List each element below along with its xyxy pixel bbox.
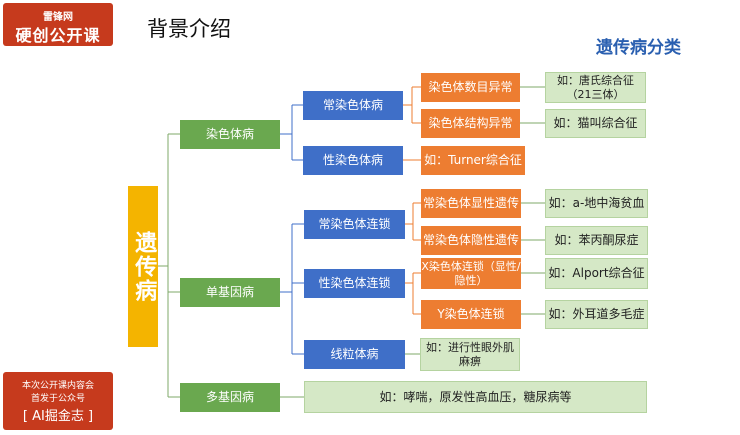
node-chromosomal-disease: 染色体病 — [180, 120, 280, 149]
node-mitochondrial-disease: 线粒体病 — [304, 340, 405, 369]
node-autosomal-dominant: 常染色体显性遗传 — [421, 189, 521, 218]
footer-line-3: [ AI掘金志 ] — [22, 409, 94, 424]
footer-line-2: 首发于公众号 — [30, 394, 85, 404]
example-phenylketonuria: 如：苯丙酮尿症 — [545, 226, 648, 255]
category-title: 遗传病分类 — [596, 38, 681, 58]
root-node-genetic-disease: 遗传病 — [128, 186, 158, 347]
example-thalassemia: 如：a-地中海贫血 — [545, 189, 648, 218]
node-polygenic-disease: 多基因病 — [180, 383, 280, 412]
footer-badge: 本次公开课内容会 首发于公众号 [ AI掘金志 ] — [3, 372, 113, 430]
example-hairy-ear: 如：外耳道多毛症 — [545, 300, 648, 329]
node-sex-chromosome-disease: 性染色体病 — [303, 146, 403, 175]
node-x-linked: X染色体连锁（显性/隐性） — [421, 258, 521, 289]
example-polygenic-diseases: 如：哮喘，原发性高血压，糖尿病等 — [304, 381, 647, 413]
node-y-linked: Y染色体连锁 — [421, 300, 521, 329]
node-autosomal-recessive: 常染色体隐性遗传 — [421, 226, 521, 255]
node-structural-abnormality: 染色体结构异常 — [421, 109, 520, 138]
node-monogenic-disease: 单基因病 — [180, 278, 280, 307]
footer-line-1: 本次公开课内容会 — [21, 381, 94, 391]
node-autosomal-linkage: 常染色体连锁 — [304, 210, 405, 239]
example-turner-syndrome: 如：Turner综合征 — [421, 146, 525, 175]
example-external-ophthalmoplegia: 如：进行性眼外肌麻痹 — [420, 338, 520, 371]
logo-line-2: 硬创公开课 — [15, 26, 101, 45]
node-sex-linkage: 性染色体连锁 — [304, 269, 405, 298]
page-title: 背景介绍 — [147, 17, 231, 41]
logo-badge: 雷锋网 硬创公开课 — [3, 3, 113, 46]
logo-line-1: 雷锋网 — [43, 12, 73, 23]
example-alport-syndrome: 如：Alport综合征 — [545, 258, 648, 289]
example-cri-du-chat: 如：猫叫综合征 — [545, 109, 646, 138]
example-down-syndrome: 如：唐氏综合征（21三体） — [545, 72, 646, 103]
root-node-label: 遗传病 — [131, 230, 157, 303]
node-autosomal-disease: 常染色体病 — [303, 91, 403, 120]
node-numerical-abnormality: 染色体数目异常 — [421, 73, 520, 102]
